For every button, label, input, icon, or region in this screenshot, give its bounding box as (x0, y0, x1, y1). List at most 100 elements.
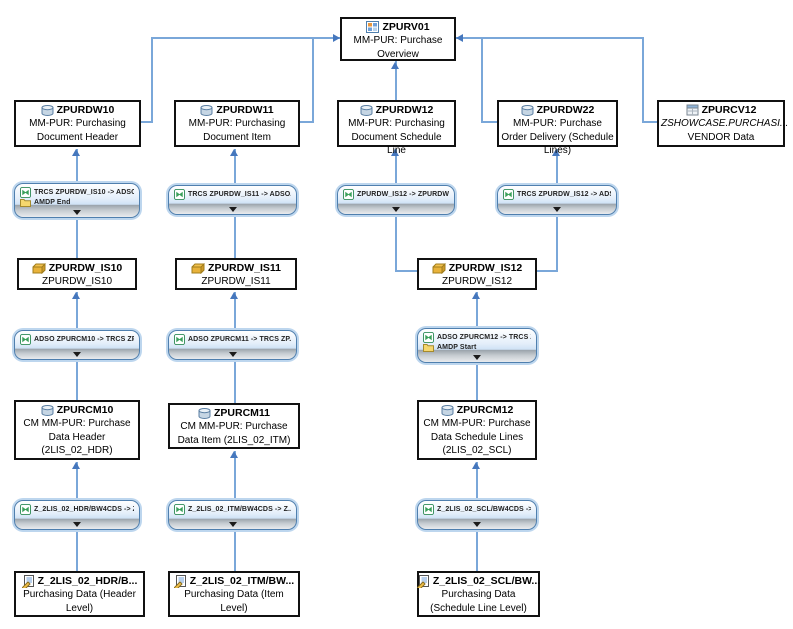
node-datasource-2lis-02-itm[interactable]: Z_2LIS_02_ITM/BW... Purchasing Data (Ite… (168, 571, 300, 617)
datasource-icon (416, 574, 430, 588)
node-title-row: ZPURDW12 (360, 103, 433, 117)
node-zpurdw11[interactable]: ZPURDW11 MM-PUR: Purchasing Document Ite… (174, 100, 300, 147)
node-title-row: ZPURV01 (366, 20, 430, 34)
adso-icon (41, 104, 54, 116)
arrowhead-icon (456, 34, 463, 42)
transformation-sub-row: AMDP Start (423, 343, 531, 352)
transformation-label: TRCS ZPURDW_IS12 -> ADSO... (517, 191, 611, 198)
transformation-icon (20, 334, 31, 345)
transformation-t1[interactable]: TRCS ZPURDW_IS10 -> ADSO... AMDP End (14, 183, 140, 218)
node-title-row: ZPURCV12 (686, 103, 757, 117)
node-zpurcm11[interactable]: ZPURCM11 CM MM-PUR: Purchase Data Item (… (168, 403, 300, 449)
transformation-icon (174, 504, 185, 515)
node-title: Z_2LIS_02_ITM/BW... (189, 575, 295, 587)
transformation-t4[interactable]: TRCS ZPURDW_IS12 -> ADSO... (497, 185, 617, 215)
node-title-row: ZPURDW22 (521, 103, 595, 117)
node-title-row: Z_2LIS_02_ITM/BW... (173, 574, 295, 588)
node-desc: CM MM-PUR: Purchase Data Item (2LIS_02_I… (177, 421, 291, 446)
transformation-label: ADSO ZPURCM10 -> TRCS ZP... (34, 336, 134, 343)
connector-line (151, 37, 340, 39)
collapse-arrow-icon[interactable] (553, 207, 561, 212)
node-zpurcm12[interactable]: ZPURCM12 CM MM-PUR: Purchase Data Schedu… (417, 400, 537, 460)
node-zpurdw22[interactable]: ZPURDW22 MM-PUR: Purchase Order Delivery… (497, 100, 618, 156)
datasource-icon (173, 574, 187, 588)
transformation-icon (423, 504, 434, 515)
transformation-t3[interactable]: ZPURDW_IS12 -> ZPURDW12 (337, 185, 455, 215)
transformation-label-row: TRCS ZPURDW_IS11 -> ADSO... (174, 189, 291, 200)
composite-provider-icon (366, 21, 380, 33)
node-zpurcv12[interactable]: ZPURCV12 ZSHOWCASE.PURCHASI... VENDOR Da… (657, 100, 789, 147)
collapse-arrow-icon[interactable] (228, 207, 237, 212)
collapse-arrow-icon[interactable] (228, 522, 237, 527)
node-title-row: ZPURDW_IS11 (191, 261, 281, 275)
node-zpurdw-is12[interactable]: ZPURDW_IS12 ZPURDW_IS12 (417, 258, 537, 290)
transformation-t5[interactable]: ADSO ZPURCM10 -> TRCS ZP... (14, 330, 140, 360)
node-title-row: ZPURCM12 (441, 403, 514, 417)
node-title-row: ZPURCM11 (198, 406, 270, 420)
adso-icon (41, 404, 54, 416)
adso-icon (360, 104, 373, 116)
transformation-label-row: ADSO ZPURCM11 -> TRCS ZP... (174, 334, 291, 345)
arrowhead-icon (472, 292, 480, 299)
adso-icon (198, 407, 211, 419)
node-desc: ZPURDW_IS10 (41, 276, 112, 287)
transformation-label-row: ADSO ZPURCM12 -> TRCS ZP... (423, 332, 531, 343)
node-zpurdw-is11[interactable]: ZPURDW_IS11 ZPURDW_IS11 (175, 258, 297, 290)
transformation-t8[interactable]: Z_2LIS_02_HDR/BW4CDS -> Z... (14, 500, 140, 530)
connector-line (395, 270, 417, 272)
node-desc: Purchasing Data (Header Level) (23, 589, 136, 614)
arrowhead-icon (230, 292, 238, 299)
datasource-icon (21, 574, 35, 588)
transformation-label-row: Z_2LIS_02_HDR/BW4CDS -> Z... (20, 504, 134, 515)
transformation-t9[interactable]: Z_2LIS_02_ITM/BW4CDS -> Z... (168, 500, 297, 530)
transformation-sub-label: AMDP End (34, 199, 71, 206)
transformation-t10[interactable]: Z_2LIS_02_SCL/BW4CDS -> Z... (417, 500, 537, 530)
transformation-sub-row: AMDP End (20, 198, 134, 207)
collapse-arrow-icon[interactable] (228, 352, 237, 357)
node-title: ZPURCM12 (456, 404, 514, 416)
transformation-label-row: Z_2LIS_02_SCL/BW4CDS -> Z... (423, 504, 531, 515)
collapse-arrow-icon[interactable] (473, 355, 481, 360)
amdp-folder-icon (423, 343, 434, 352)
connector-line (481, 38, 483, 123)
collapse-arrow-icon[interactable] (73, 522, 81, 527)
node-title: ZPURCV12 (701, 104, 757, 116)
arrowhead-icon (391, 62, 399, 69)
connector-line (481, 121, 497, 123)
transformation-t6[interactable]: ADSO ZPURCM11 -> TRCS ZP... (168, 330, 297, 360)
node-title: ZPURV01 (382, 21, 430, 33)
node-title: ZPURDW22 (536, 104, 595, 116)
transformation-t7[interactable]: ADSO ZPURCM12 -> TRCS ZP... AMDP Start (417, 328, 537, 363)
transformation-label: Z_2LIS_02_HDR/BW4CDS -> Z... (34, 506, 134, 513)
collapse-arrow-icon[interactable] (392, 207, 400, 212)
transformation-t2[interactable]: TRCS ZPURDW_IS11 -> ADSO... (168, 185, 297, 215)
connector-line (642, 121, 657, 123)
transformation-label: ADSO ZPURCM12 -> TRCS ZP... (437, 334, 531, 341)
collapse-arrow-icon[interactable] (73, 210, 81, 215)
collapse-arrow-icon[interactable] (73, 352, 81, 357)
node-zpurdw12[interactable]: ZPURDW12 MM-PUR: Purchasing Document Sch… (337, 100, 456, 156)
arrowhead-icon (230, 451, 238, 458)
node-title-row: Z_2LIS_02_HDR/B... (21, 574, 137, 588)
node-desc: MM-PUR: Purchasing Document Schedule Lin… (348, 118, 445, 156)
node-desc: MM-PUR: Purchase Overview (353, 35, 443, 60)
node-title: Z_2LIS_02_SCL/BW... (432, 575, 541, 587)
node-desc: ZPURDW_IS11 (201, 276, 271, 287)
node-title: ZPURDW10 (56, 104, 115, 116)
node-desc: ZSHOWCASE.PURCHASI... (661, 118, 789, 129)
node-title-row: Z_2LIS_02_SCL/BW... (416, 574, 541, 588)
node-zpurcm10[interactable]: ZPURCM10 CM MM-PUR: Purchase Data Header… (14, 400, 140, 460)
node-zpurdw-is10[interactable]: ZPURDW_IS10 ZPURDW_IS10 (17, 258, 137, 290)
collapse-arrow-icon[interactable] (473, 522, 481, 527)
transformation-icon (20, 504, 31, 515)
node-title: ZPURDW_IS10 (48, 262, 123, 274)
node-datasource-2lis-02-hdr[interactable]: Z_2LIS_02_HDR/B... Purchasing Data (Head… (14, 571, 145, 617)
node-title-row: ZPURDW10 (41, 103, 115, 117)
connector-line (141, 121, 153, 123)
node-datasource-2lis-02-scl[interactable]: Z_2LIS_02_SCL/BW... Purchasing Data (Sch… (416, 571, 541, 617)
arrowhead-icon (391, 149, 399, 156)
node-zpurv01[interactable]: ZPURV01 MM-PUR: Purchase Overview (340, 17, 456, 61)
node-zpurdw10[interactable]: ZPURDW10 MM-PUR: Purchasing Document Hea… (14, 100, 141, 147)
calculation-view-icon (686, 104, 699, 116)
